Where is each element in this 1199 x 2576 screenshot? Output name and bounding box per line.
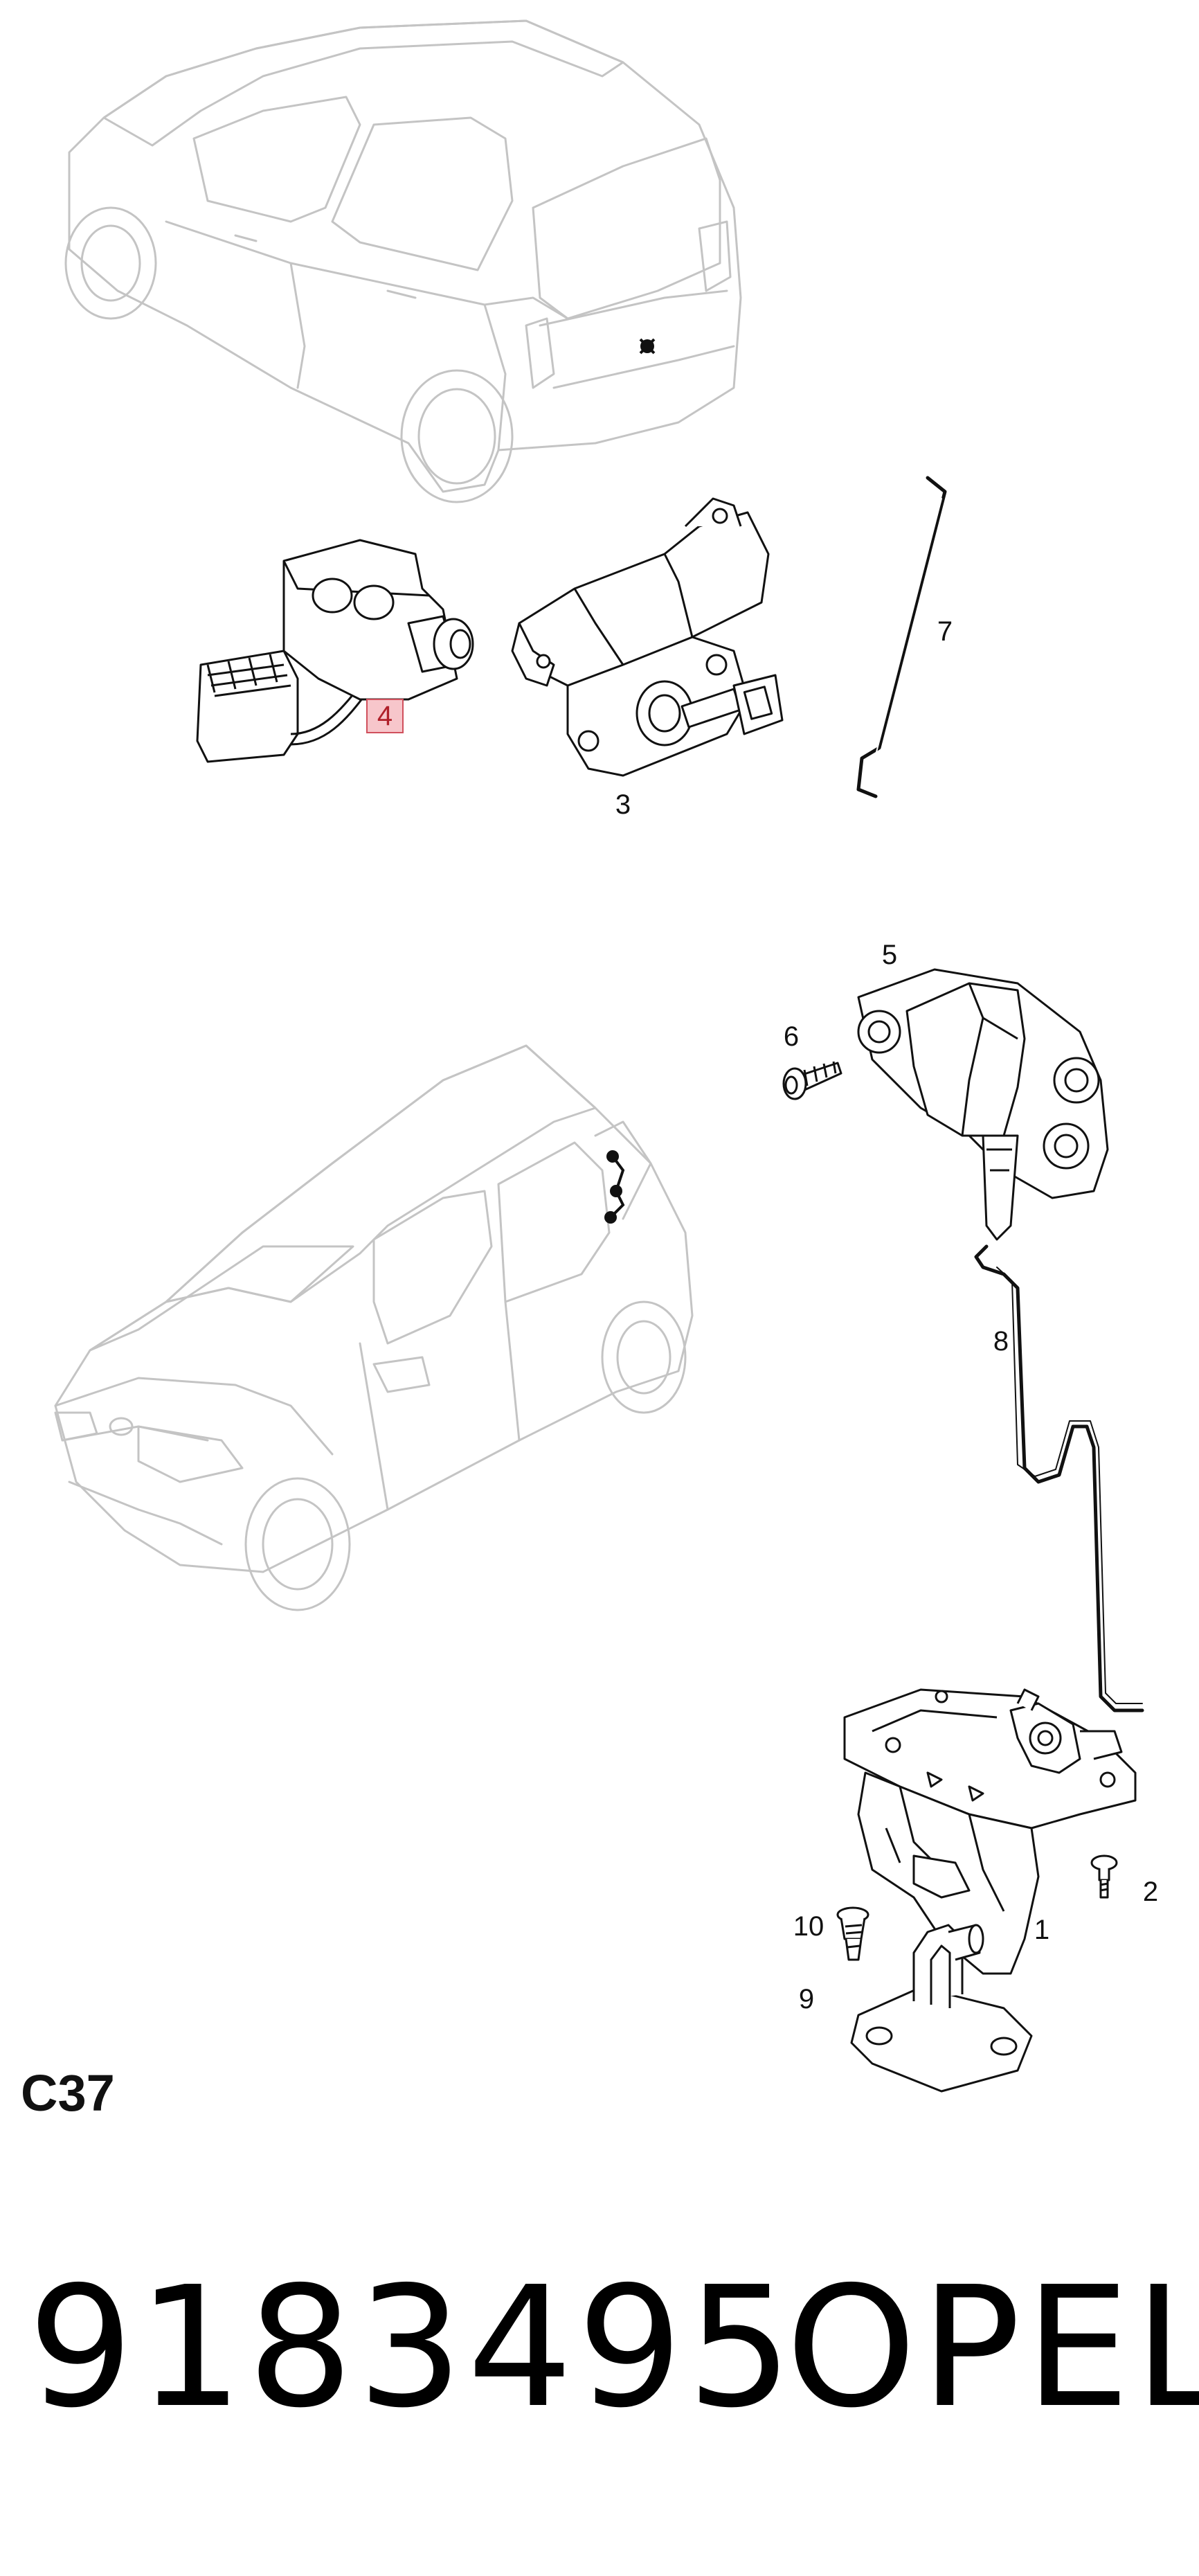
part-3-lock-cylinder: [511, 497, 784, 777]
part-6-screw: [782, 1061, 842, 1100]
part-number: 9183495: [28, 2251, 797, 2444]
callout-7: 7: [937, 616, 953, 647]
car-rear-view: [64, 19, 742, 503]
part-1-tailgate-lock: [843, 1688, 1137, 1975]
callout-9: 9: [799, 1984, 814, 2014]
latch-marker-icon: [604, 1150, 625, 1224]
callout-4-highlight: [366, 699, 404, 733]
callout-1: 1: [1034, 1915, 1049, 1945]
car-front-view: [54, 1044, 694, 1611]
section-code: C37: [21, 2064, 115, 2122]
part-8-rod: [974, 1244, 1144, 1712]
callout-labels: 4 3 7 5 6 8 2 1 10 9: [377, 616, 1158, 2014]
callout-3: 3: [615, 789, 631, 820]
callout-10: 10: [793, 1911, 824, 1942]
part-10-bolt: [836, 1906, 869, 1961]
callout-5: 5: [882, 940, 897, 970]
callout-6: 6: [784, 1021, 799, 1052]
lock-marker-icon: [639, 338, 656, 355]
part-5-latch: [857, 968, 1109, 1241]
callout-2: 2: [1143, 1877, 1158, 1907]
callout-4: 4: [377, 701, 393, 731]
part-2-bolt: [1090, 1854, 1118, 1899]
part-7-rod: [856, 476, 947, 798]
part-9-striker: [850, 1924, 1033, 2093]
brand-name: OPEL: [786, 2251, 1199, 2444]
callout-8: 8: [993, 1326, 1009, 1357]
part-4-actuator: [196, 539, 474, 763]
